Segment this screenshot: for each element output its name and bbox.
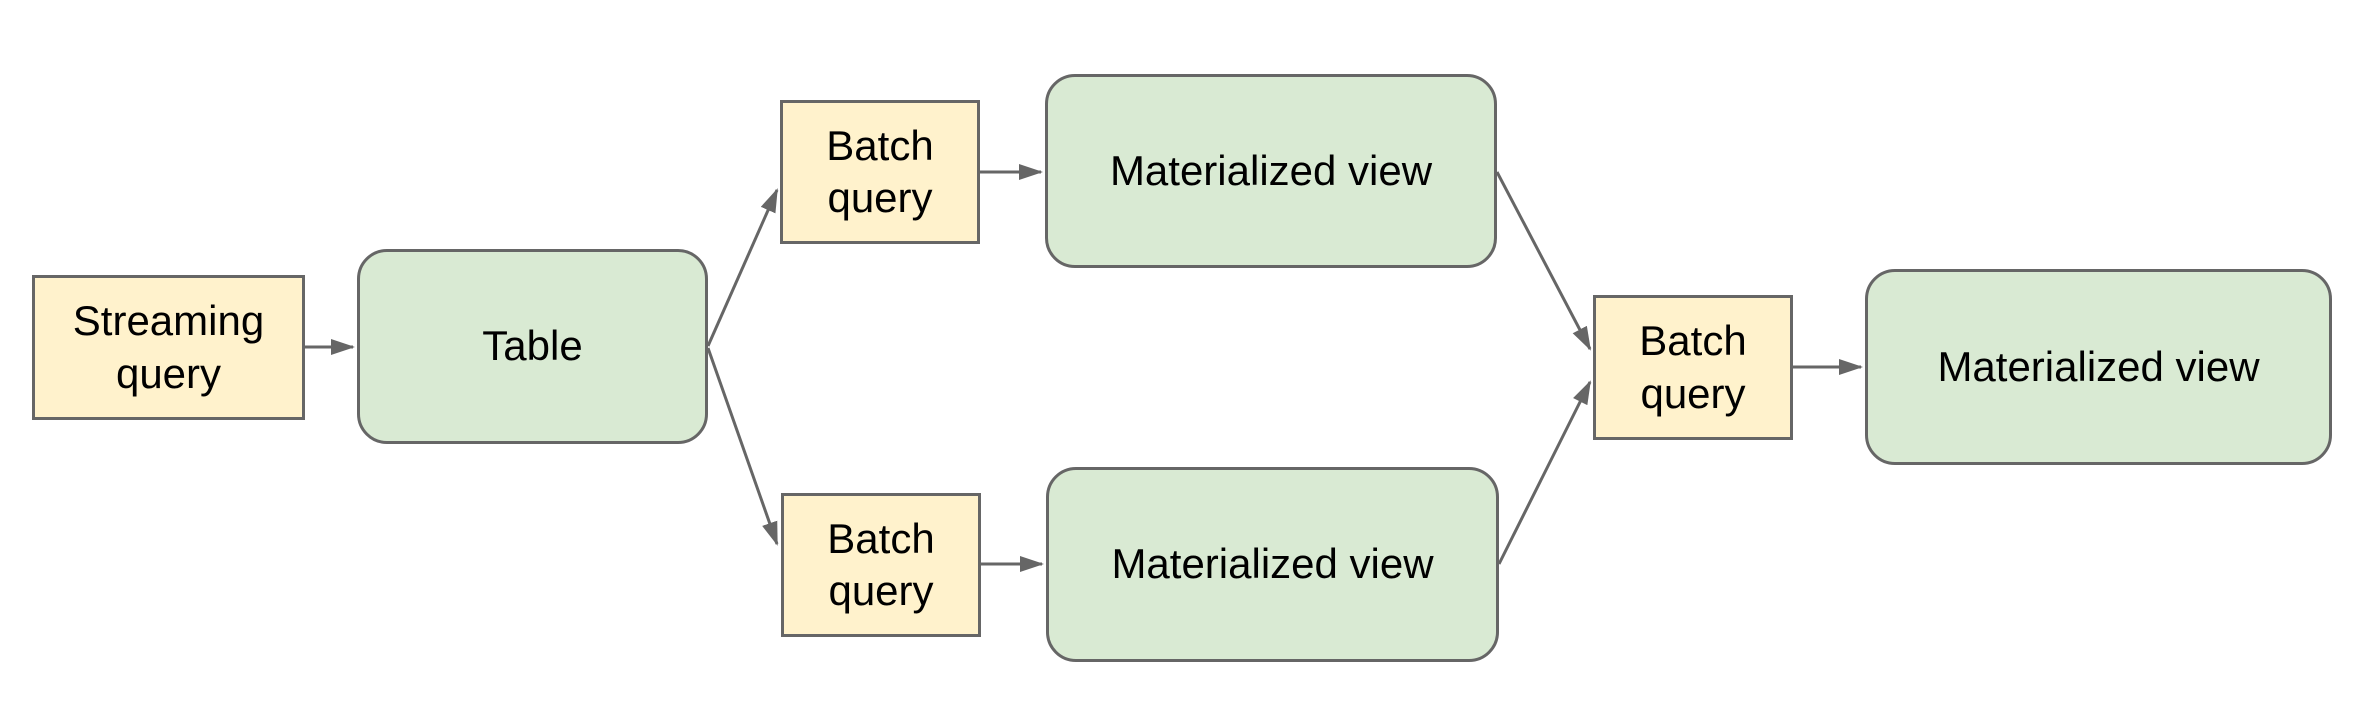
node-batch-query-final: Batch query [1593, 295, 1793, 440]
edge-materialized-view-top-to-batch-query-final [1495, 171, 1592, 351]
edge-table-to-batch-query-bottom [706, 347, 779, 546]
node-materialized-view-final: Materialized view [1865, 269, 2332, 465]
node-materialized-view-top: Materialized view [1045, 74, 1497, 268]
edge-table-to-batch-query-top [706, 188, 779, 347]
edge-materialized-view-bottom-to-batch-query-final [1497, 380, 1592, 565]
node-table: Table [357, 249, 708, 444]
node-streaming-query: Streaming query [32, 275, 305, 420]
node-materialized-view-bottom: Materialized view [1046, 467, 1499, 662]
node-batch-query-bottom: Batch query [781, 493, 981, 637]
node-batch-query-top: Batch query [780, 100, 980, 244]
